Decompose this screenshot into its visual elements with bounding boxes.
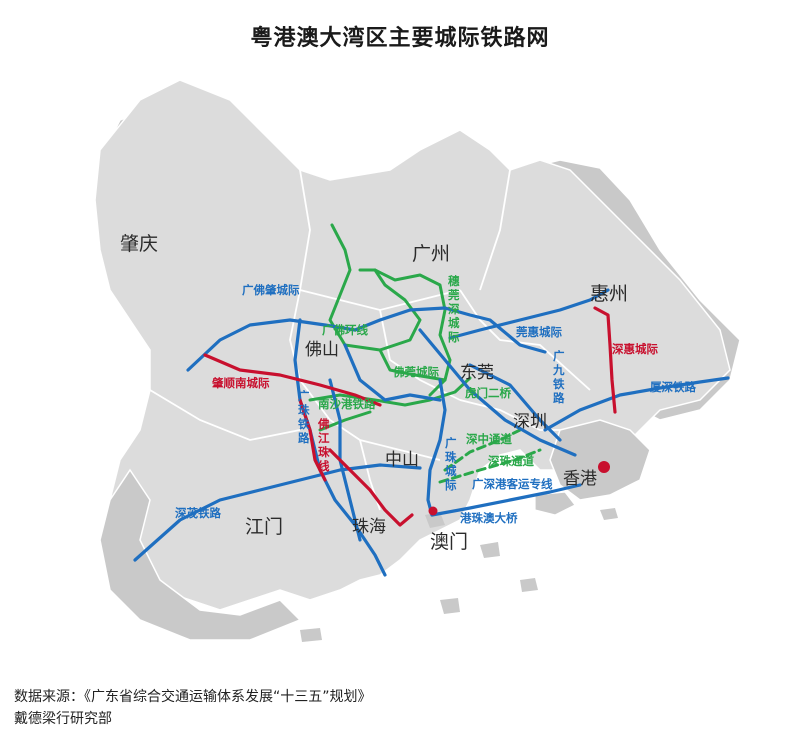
line-shenhui: [593, 306, 617, 414]
rail-network-map: 肇庆 广州 惠州 佛山 东莞 深圳 中山 江门 珠海 澳门 香港 广佛肇城际 广…: [94, 79, 741, 642]
label-guanhui: 莞惠城际: [515, 325, 562, 339]
line-gangzhuao: [430, 483, 582, 517]
city-macau: 澳门: [430, 531, 468, 553]
city-jiangmen: 江门: [245, 516, 283, 538]
island-4: [440, 598, 460, 614]
rail-lines: [133, 223, 730, 577]
label-xiashen: 厦深铁路: [650, 380, 696, 394]
hongkong-land: [549, 419, 651, 501]
label-guangzhu-intercity: 广珠城际: [445, 436, 457, 492]
line-zhaoshunnan: [203, 353, 382, 407]
line-fojiangzhu-2: [328, 448, 414, 527]
city-guangzhou: 广州: [412, 243, 450, 265]
label-suiguanshen: 穗莞深城际: [447, 274, 460, 344]
page-title: 粤港澳大湾区主要城际铁路网: [250, 26, 550, 51]
city-hongkong: 香港: [563, 469, 597, 489]
label-shenzhong: 深中通道: [466, 432, 512, 446]
line-fowan: [378, 348, 447, 382]
outer-land-southwest: [99, 468, 302, 641]
island-2: [480, 542, 500, 558]
label-nanshagang: 南沙港铁路: [318, 397, 376, 411]
line-fojiangzhu: [298, 398, 327, 482]
label-guangshengang: 广深港客运专线: [472, 477, 553, 491]
label-fowan: 佛莞城际: [392, 365, 439, 379]
line-nanshagang: [308, 376, 472, 407]
island-lantau: [534, 491, 576, 516]
label-guangzhu: 广珠铁路: [298, 389, 310, 445]
macau-land: [425, 512, 445, 528]
city-shenzhen: 深圳: [513, 412, 547, 432]
hongkong-station-dot: [598, 461, 610, 473]
line-center-ring: [343, 343, 442, 402]
line-shenzhu: [438, 448, 542, 484]
label-shenzhu: 深珠通道: [488, 454, 534, 468]
line-guangfozhao-2: [353, 306, 547, 354]
line-nanshagang-2: [318, 410, 372, 432]
line-guangjiu: [468, 363, 562, 442]
label-humen-bridge2: 虎门二桥: [465, 386, 511, 400]
line-guangzhu-intercity: [426, 378, 447, 517]
line-guanhui: [448, 288, 610, 340]
line-guangshengang: [418, 328, 577, 457]
label-guangfohuan: 广佛环线: [322, 323, 368, 337]
island-3: [520, 578, 538, 592]
label-guangfozhao: 广佛肇城际: [242, 283, 300, 297]
line-shenmao: [133, 463, 422, 562]
footer: 数据来源：《广东省综合交通运输体系发展“十三五”规划》 戴德梁行研究部: [14, 686, 372, 730]
line-labels: 广佛肇城际 广佛环线 莞惠城际 深惠城际 肇顺南城际 佛莞城际 虎门二桥 厦深铁…: [175, 274, 696, 525]
line-xiashen: [543, 376, 730, 432]
label-shenhui: 深惠城际: [612, 342, 658, 356]
line-guangfohuan-2: [373, 268, 452, 397]
city-zhongshan: 中山: [385, 450, 419, 470]
city-dongguan: 东莞: [460, 363, 494, 383]
city-zhaoqing: 肇庆: [120, 233, 158, 255]
macau-station-dot: [428, 506, 438, 516]
city-huizhou: 惠州: [590, 283, 628, 305]
island-1: [600, 508, 618, 520]
label-zhaoshunnan: 肇顺南城际: [211, 376, 270, 390]
source-note: 数据来源：《广东省综合交通运输体系发展“十三五”规划》: [14, 689, 372, 705]
line-guangfozhao: [186, 318, 357, 372]
city-labels: 肇庆 广州 惠州 佛山 东莞 深圳 中山 江门 珠海 澳门 香港: [120, 233, 628, 553]
label-gangzhuao: 港珠澳大桥: [460, 511, 518, 525]
city-foshan: 佛山: [305, 340, 339, 360]
label-guangjiu: 广九铁路: [552, 349, 565, 405]
land-regions: [94, 79, 741, 642]
label-fojiangzhu: 佛江珠线: [317, 417, 330, 473]
credit-note: 戴德梁行研究部: [14, 711, 112, 727]
city-zhuhai: 珠海: [352, 517, 386, 537]
label-shenmao: 深茂铁路: [175, 506, 221, 520]
line-shenzhong: [443, 428, 522, 472]
island-5: [300, 628, 322, 642]
